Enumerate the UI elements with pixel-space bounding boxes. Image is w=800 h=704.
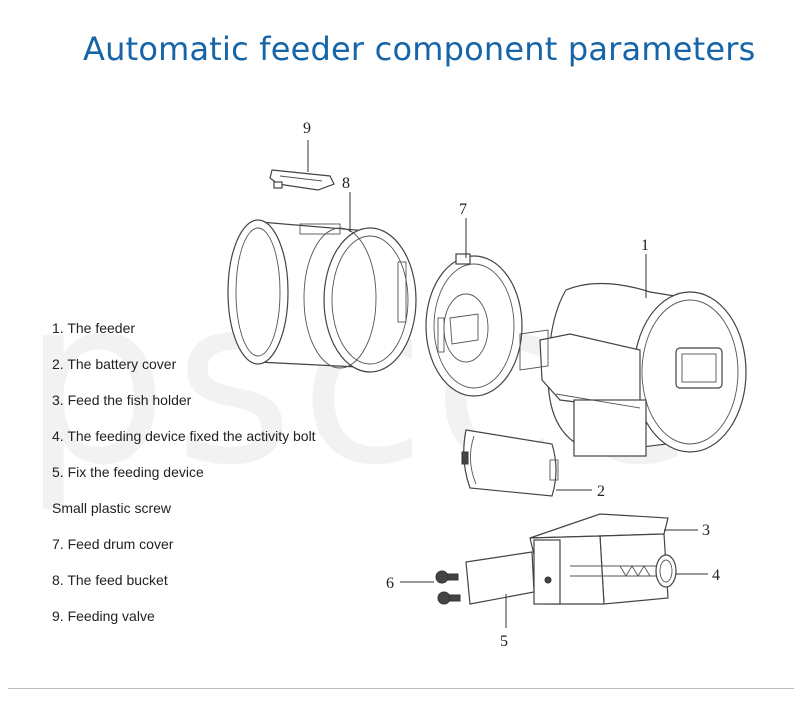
callout-9: 9 <box>303 120 311 137</box>
feeding-valve-part <box>269 169 335 191</box>
callout-7: 7 <box>459 201 467 218</box>
legend-item-9: 9. Feeding valve <box>52 608 155 624</box>
activity-bolt-knob-part <box>655 554 677 588</box>
legend-item-3: 3. Feed the fish holder <box>52 392 192 408</box>
plastic-screws-part <box>435 570 461 605</box>
legend-item-1: 1. The feeder <box>52 320 136 336</box>
callout-2: 2 <box>597 483 605 500</box>
callout-3: 3 <box>702 522 710 539</box>
legend-item-6: Small plastic screw <box>52 500 172 516</box>
legend-item-4: 4. The feeding device fixed the activity… <box>52 428 316 444</box>
callout-1: 1 <box>641 237 649 254</box>
callout-8: 8 <box>342 175 350 192</box>
callout-5: 5 <box>500 633 508 650</box>
callout-4: 4 <box>712 567 720 584</box>
battery-cover-part <box>461 429 559 497</box>
bottom-divider <box>8 688 794 689</box>
feeder-part <box>519 282 747 457</box>
legend-item-8: 8. The feed bucket <box>52 572 168 588</box>
parts-legend: 1. The feeder 2. The battery cover 3. Fe… <box>52 318 316 642</box>
legend-item-7: 7. Feed drum cover <box>52 536 174 552</box>
callout-6: 6 <box>386 575 394 592</box>
feed-drum-cover-part <box>425 253 523 397</box>
legend-item-5: 5. Fix the feeding device <box>52 464 204 480</box>
legend-item-2: 2. The battery cover <box>52 356 177 372</box>
feed-bucket-part <box>227 219 417 373</box>
page-title: Automatic feeder component parameters <box>83 30 756 68</box>
fish-holder-clamp-part <box>465 513 669 605</box>
